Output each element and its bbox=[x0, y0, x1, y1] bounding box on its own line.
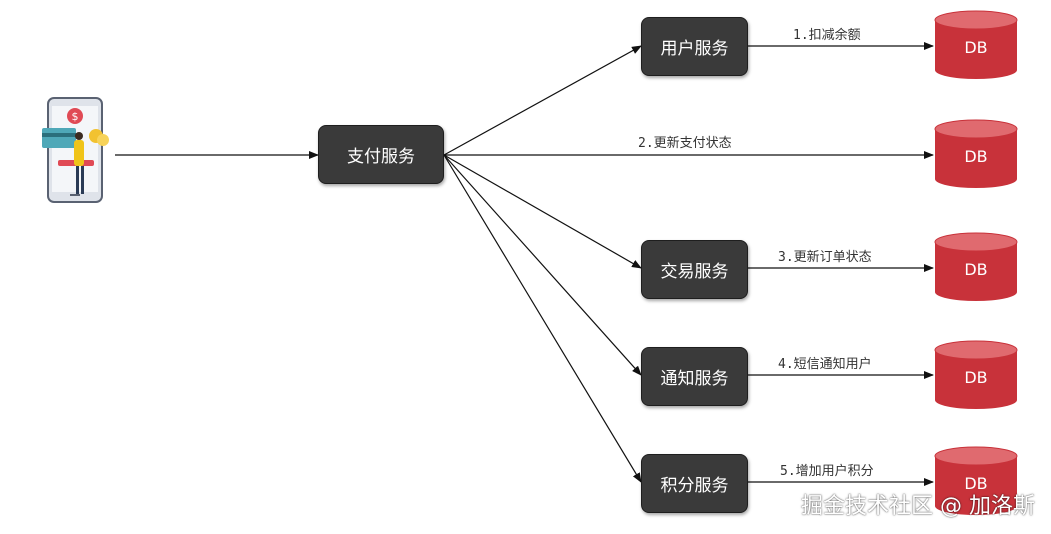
points-service-box: 积分服务 bbox=[641, 454, 748, 513]
trade-service-box: 交易服务 bbox=[641, 240, 748, 299]
database-icon bbox=[934, 119, 1018, 188]
edge-label-update-order-status: 3.更新订单状态 bbox=[778, 250, 872, 265]
db-label: DB bbox=[964, 147, 988, 166]
watermark: 掘金技术社区 @ 加洛斯 bbox=[801, 494, 1035, 519]
database-icon bbox=[934, 446, 1018, 515]
db-label: DB bbox=[964, 260, 988, 279]
arrow-payment-to-points-service bbox=[443, 154, 642, 483]
user-db: DB bbox=[934, 10, 1018, 80]
database-icon bbox=[934, 340, 1018, 409]
user-service-box: 用户服务 bbox=[641, 17, 748, 76]
points-db: DB bbox=[934, 446, 1018, 516]
mobile-payment-icon: $ bbox=[42, 97, 109, 203]
db-label: DB bbox=[964, 38, 988, 57]
db-label: DB bbox=[964, 474, 988, 493]
notify-service-box: 通知服务 bbox=[641, 347, 748, 406]
trade-db: DB bbox=[934, 232, 1018, 302]
svg-text:$: $ bbox=[72, 110, 79, 123]
edge-label-sms-notify-user: 4.短信通知用户 bbox=[778, 357, 872, 372]
points-service-label: 积分服务 bbox=[660, 476, 729, 496]
edge-label-add-user-points: 5.增加用户积分 bbox=[780, 464, 874, 479]
user-service-label: 用户服务 bbox=[660, 39, 729, 59]
db-label: DB bbox=[964, 368, 988, 387]
arrow-payment-to-notify-service bbox=[443, 154, 642, 376]
edge-label-deduct-balance: 1.扣减余额 bbox=[793, 28, 861, 43]
database-icon bbox=[934, 10, 1018, 79]
arrow-payment-to-user-service bbox=[443, 45, 642, 156]
notify-db: DB bbox=[934, 340, 1018, 410]
arrow-payment-to-trade-service bbox=[443, 154, 642, 269]
trade-service-label: 交易服务 bbox=[660, 262, 729, 282]
notify-service-label: 通知服务 bbox=[660, 369, 729, 389]
payment-service-label: 支付服务 bbox=[347, 147, 415, 167]
edge-label-update-payment-status: 2.更新支付状态 bbox=[638, 136, 732, 151]
database-icon bbox=[934, 232, 1018, 301]
payment-service-box: 支付服务 bbox=[318, 125, 444, 184]
payment-db: DB bbox=[934, 119, 1018, 189]
